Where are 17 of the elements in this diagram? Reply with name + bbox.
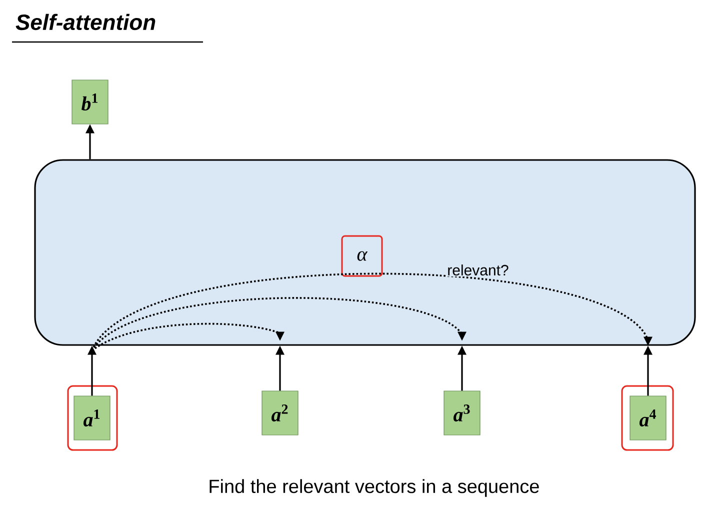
arrow: [86, 124, 94, 160]
arrow: [644, 346, 652, 396]
arrow: [88, 346, 96, 396]
caption: Find the relevant vectors in a sequence: [210, 479, 539, 497]
arrow: [276, 346, 284, 391]
edge-label: relevant?: [446, 264, 510, 276]
arrow: [92, 322, 284, 352]
layer-box: [34, 159, 696, 346]
vector-box: a$^{1}$: [74, 396, 110, 440]
vector-box: b$^{1}$: [72, 80, 108, 124]
arrow: [458, 346, 466, 391]
vector-box: a$^{2}$: [262, 390, 298, 436]
vector-box: a$^{4}$: [630, 396, 666, 440]
title: Self-attention: [16, 14, 156, 30]
alpha-box: α: [341, 235, 383, 277]
arrow: [91, 297, 466, 352]
vector-box: a$^{3}$: [444, 390, 480, 436]
